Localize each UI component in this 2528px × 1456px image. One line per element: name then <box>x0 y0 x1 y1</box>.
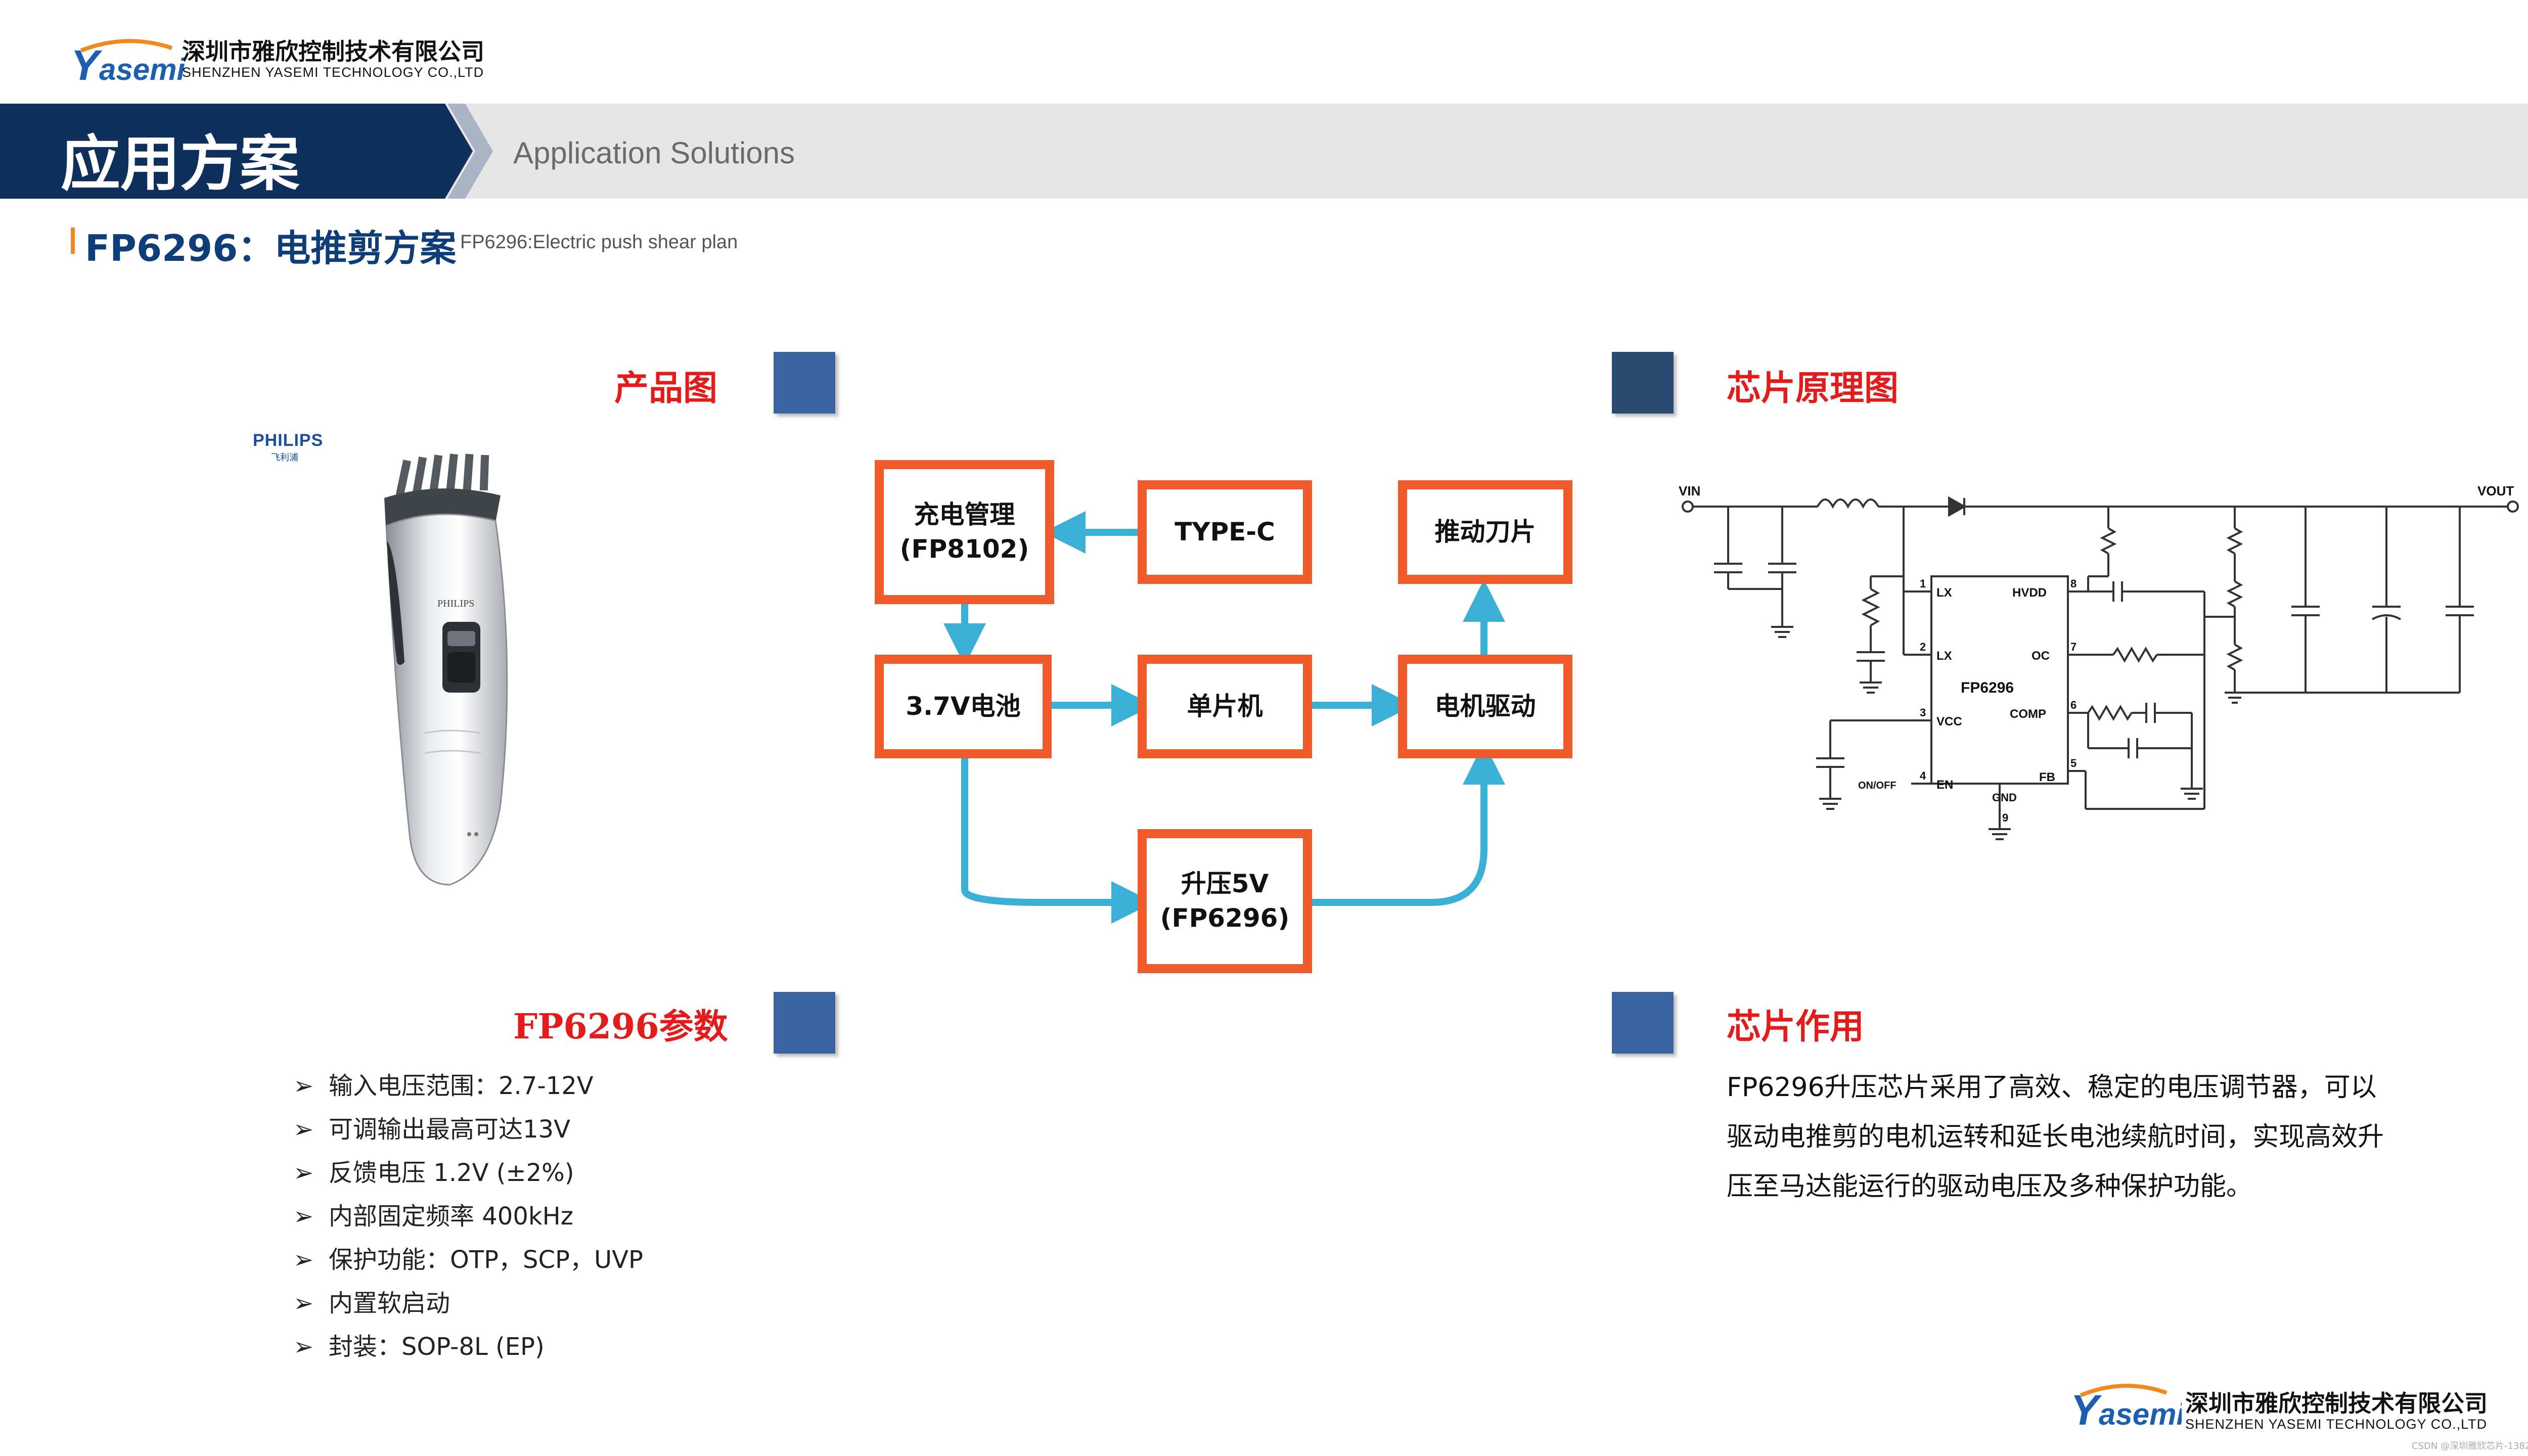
svg-text:Y: Y <box>2070 1386 2102 1434</box>
arrow-bullet-icon: ➢ <box>293 1246 314 1274</box>
pin-1-num: 1 <box>1920 577 1926 590</box>
role-line: 驱动电推剪的电机运转和延长电池续航时间，实现高效升 <box>1727 1122 2384 1152</box>
block-battery-label: 3.7V电池 <box>884 664 1043 749</box>
logo-text: asemi <box>99 53 186 86</box>
product-heading-square <box>774 352 835 414</box>
pin-5-name: FB <box>2039 770 2055 784</box>
section-accent-bar <box>71 228 75 254</box>
block-boost: 升压5V (FP6296) <box>1138 829 1312 973</box>
params-heading-square <box>774 992 835 1054</box>
svg-text:Y: Y <box>71 41 103 89</box>
role-heading-square <box>1612 992 1674 1054</box>
device-brand: PHILIPS <box>437 598 474 609</box>
param-item: ➢ 内置软启动 <box>293 1283 450 1318</box>
hair-clipper-image: PHILIPS <box>384 453 508 886</box>
banner-subtitle: Application Solutions <box>513 136 795 170</box>
arrow-bullet-icon: ➢ <box>293 1159 314 1187</box>
philips-brand-logo: PHILIPS 飞利浦 <box>253 431 344 464</box>
pin-4-name: EN <box>1936 778 1953 792</box>
banner-title: 应用方案 <box>61 129 300 199</box>
param-text: 内部固定频率 400kHz <box>329 1202 573 1231</box>
pin-9-num: 9 <box>2002 811 2008 824</box>
chip-label: FP6296 <box>1961 679 2014 696</box>
block-type-c: TYPE-C <box>1138 480 1312 584</box>
fp6296-schematic: VIN VOUT FP6296 ON/OFF 1 LX 2 LX 3 VCC 4… <box>1679 483 2519 840</box>
param-item: ➢ 反馈电压 1.2V (±2%) <box>293 1153 574 1188</box>
block-diagram-arrows <box>943 511 1505 924</box>
on-off-label: ON/OFF <box>1858 780 1897 791</box>
params-heading: FP6296参数 <box>513 1007 728 1047</box>
csdn-watermark: CSDN @深圳雅欣芯片-13828798872 <box>2412 1441 2528 1451</box>
param-text: 封装：SOP-8L (EP) <box>329 1333 545 1361</box>
company-name-en: SHENZHEN YASEMI TECHNOLOGY CO.,LTD <box>182 65 484 80</box>
section-title: FP6296：电推剪方案 <box>85 227 457 269</box>
block-boost-label: 升压5V (FP6296) <box>1147 838 1303 964</box>
pin-3-name: VCC <box>1936 715 1962 729</box>
param-item: ➢ 输入电压范围：2.7-12V <box>293 1066 594 1101</box>
pin-2-name: LX <box>1936 649 1952 663</box>
param-text: 输入电压范围：2.7-12V <box>329 1072 594 1100</box>
param-text: 保护功能：OTP，SCP，UVP <box>329 1246 643 1274</box>
role-heading: 芯片作用 <box>1727 1007 1865 1047</box>
vin-label: VIN <box>1679 483 1700 498</box>
param-text: 内置软启动 <box>329 1289 450 1317</box>
schematic-heading: 芯片原理图 <box>1727 368 1899 408</box>
header-logo: Y asemi <box>71 35 187 91</box>
arrow-battery-to-boost <box>961 758 1154 924</box>
product-heading: 产品图 <box>614 368 718 408</box>
yasemi-footer-logo-icon: Y asemi <box>2070 1384 2185 1434</box>
param-item: ➢ 内部固定频率 400kHz <box>293 1196 573 1232</box>
pin-7-name: OC <box>2032 649 2050 663</box>
pin-8-name: HVDD <box>2012 586 2047 600</box>
brand-name-cn: 飞利浦 <box>271 452 298 463</box>
pin-5-num: 5 <box>2070 757 2076 769</box>
pin-7-num: 7 <box>2070 641 2076 653</box>
block-mcu: 单片机 <box>1138 655 1312 758</box>
vout-label: VOUT <box>2477 483 2514 498</box>
pin-9-name: GND <box>1992 791 2017 804</box>
param-item: ➢ 保护功能：OTP，SCP，UVP <box>293 1240 643 1275</box>
block-charge-management-label: 充电管理 (FP8102) <box>884 469 1045 595</box>
arrow-bullet-icon: ➢ <box>293 1072 314 1100</box>
pin-4-num: 4 <box>1920 769 1926 782</box>
pin-8-num: 8 <box>2070 577 2076 590</box>
param-item: ➢ 可调输出最高可达13V <box>293 1109 570 1145</box>
footer-logo: Y asemi <box>2070 1380 2185 1436</box>
block-motor-drive: 电机驱动 <box>1398 655 1572 758</box>
block-motor-drive-label: 电机驱动 <box>1407 664 1563 749</box>
block-mcu-label: 单片机 <box>1147 664 1303 749</box>
footer-logo-text: asemi <box>2099 1397 2182 1431</box>
company-name-cn: 深圳市雅欣控制技术有限公司 <box>182 38 484 65</box>
footer-company-en: SHENZHEN YASEMI TECHNOLOGY CO.,LTD <box>2185 1417 2488 1432</box>
role-line: 压至马达能运行的驱动电压及多种保护功能。 <box>1727 1171 2253 1202</box>
block-push-blade-label: 推动刀片 <box>1407 489 1563 575</box>
role-line: FP6296升压芯片采用了高效、稳定的电压调节器，可以 <box>1727 1072 2377 1103</box>
arrow-bullet-icon: ➢ <box>293 1202 314 1231</box>
pin-2-num: 2 <box>1920 641 1926 653</box>
yasemi-logo-icon: Y asemi <box>71 39 186 89</box>
footer-company-cn: 深圳市雅欣控制技术有限公司 <box>2185 1390 2488 1417</box>
pin-6-num: 6 <box>2070 699 2076 711</box>
arrow-bullet-icon: ➢ <box>293 1115 314 1144</box>
role-description: FP6296升压芯片采用了高效、稳定的电压调节器，可以 驱动电推剪的电机运转和延… <box>1727 1063 2460 1211</box>
pin-1-name: LX <box>1936 586 1952 600</box>
brand-name: PHILIPS <box>253 431 324 450</box>
section-subtitle: FP6296:Electric push shear plan <box>460 232 738 253</box>
banner-chevron <box>0 104 493 199</box>
schematic-heading-square <box>1612 352 1674 414</box>
arrow-bullet-icon: ➢ <box>293 1289 314 1317</box>
arrow-boost-to-motor <box>1312 742 1505 906</box>
block-battery: 3.7V电池 <box>875 655 1052 758</box>
block-push-blade: 推动刀片 <box>1398 480 1572 584</box>
pin-3-num: 3 <box>1920 706 1926 719</box>
block-type-c-label: TYPE-C <box>1147 489 1303 575</box>
param-item: ➢ 封装：SOP-8L (EP) <box>293 1327 545 1362</box>
param-text: 反馈电压 1.2V (±2%) <box>329 1159 574 1187</box>
pin-6-name: COMP <box>2010 707 2046 721</box>
param-text: 可调输出最高可达13V <box>329 1115 570 1144</box>
block-charge-management: 充电管理 (FP8102) <box>875 460 1054 604</box>
arrow-bullet-icon: ➢ <box>293 1333 314 1361</box>
